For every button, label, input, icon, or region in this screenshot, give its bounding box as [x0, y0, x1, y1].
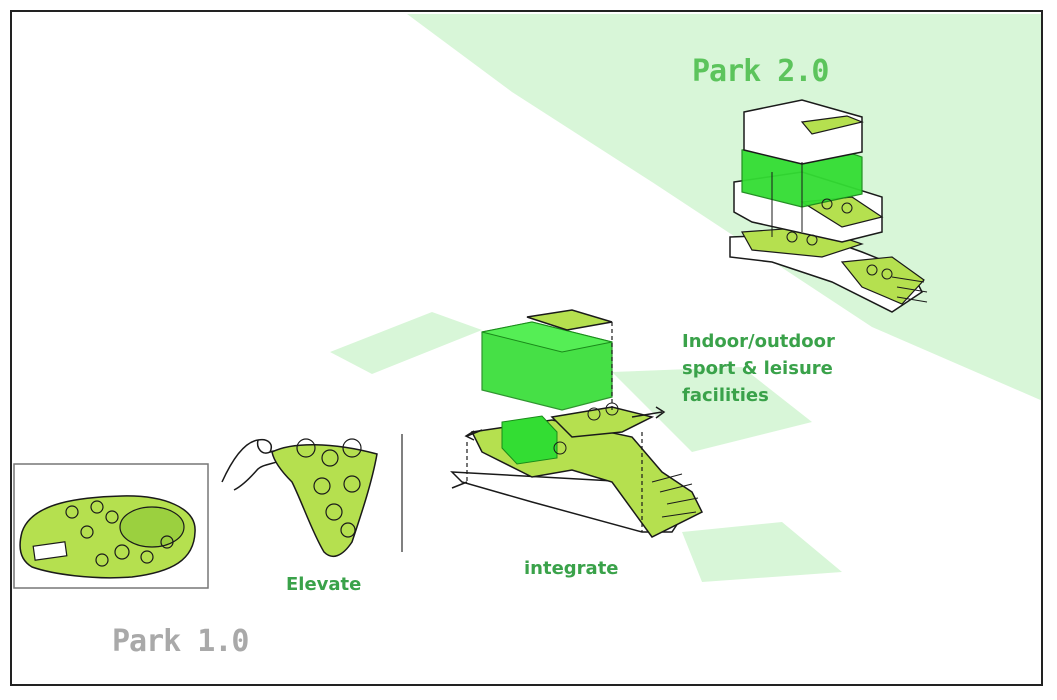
facilities-line-3: facilities	[682, 385, 769, 406]
park1-box	[13, 463, 209, 589]
hand-icon	[221, 438, 286, 491]
ground-plane-2	[612, 367, 812, 452]
diagram-canvas	[13, 14, 1041, 589]
diagram-frame: Park 2.0 Park 1.0 Elevate integrate Indo…	[10, 10, 1043, 686]
elevate-label: Elevate	[286, 574, 362, 595]
integrated-structure	[450, 309, 704, 538]
ground-plane-1	[330, 312, 482, 374]
tree-icon	[553, 402, 619, 455]
facilities-line-2: sport & leisure	[682, 358, 833, 379]
park1-lawn	[19, 495, 196, 579]
ground-plane-3	[682, 522, 842, 582]
tree-icon	[786, 198, 893, 280]
park2-structure	[729, 99, 928, 313]
park2-label: Park 2.0	[692, 54, 829, 89]
tree-icon	[296, 438, 362, 538]
facilities-line-1: Indoor/outdoor	[682, 331, 835, 352]
facilities-label: Indoor/outdoor sport & leisure facilitie…	[682, 328, 835, 409]
elevated-lawn	[271, 443, 378, 558]
integrate-label: integrate	[524, 558, 619, 579]
park1-label: Park 1.0	[112, 624, 249, 659]
tree-icon	[65, 500, 174, 567]
